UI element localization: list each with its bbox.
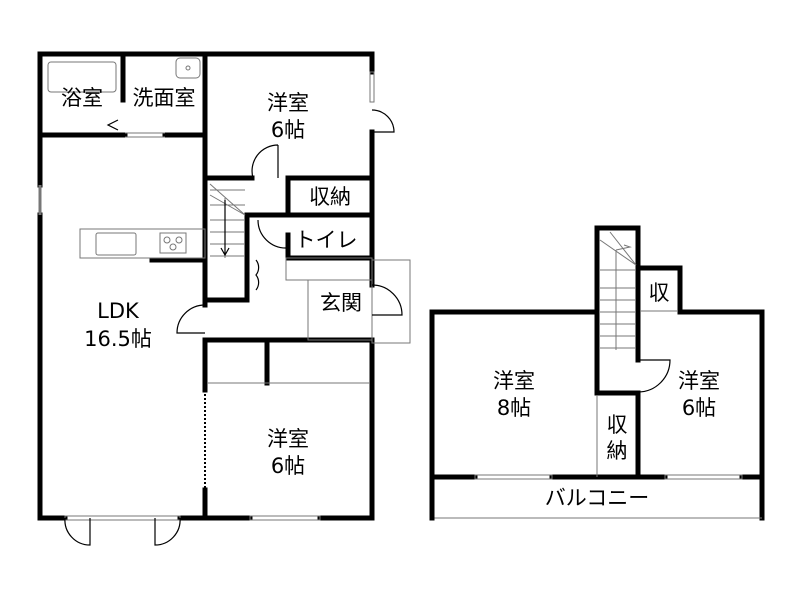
floor1-labels: 浴室 洗面室 洋室 6帖 収納 トイレ 玄関 LDK 16.5帖 洋室 6帖	[61, 86, 362, 478]
floor1-walls	[37, 51, 375, 521]
room-western-6-size: 6帖	[682, 396, 716, 420]
floor2-walls	[429, 225, 765, 521]
room-toilet: トイレ	[295, 228, 358, 252]
floor2-labels: 洋室 8帖 洋室 6帖 収 収 納 バルコニー	[493, 281, 720, 510]
room-western-lower-size: 6帖	[271, 454, 305, 478]
room-ldk-size: 16.5帖	[84, 327, 152, 351]
room-western-upper: 洋室	[267, 91, 309, 115]
room-western-lower: 洋室	[267, 427, 309, 451]
room-storage-top: 収	[607, 413, 628, 437]
room-western-8-size: 8帖	[497, 396, 531, 420]
room-storage: 収納	[309, 185, 351, 209]
room-western-8: 洋室	[493, 369, 535, 393]
room-entrance: 玄関	[320, 291, 362, 315]
room-closet: 収	[649, 281, 670, 305]
room-ldk: LDK	[97, 299, 140, 323]
floor1-fixtures	[38, 57, 411, 546]
room-washroom: 洗面室	[133, 86, 196, 110]
room-balcony: バルコニー	[545, 486, 650, 510]
room-western-6: 洋室	[678, 369, 720, 393]
room-storage-bottom: 納	[607, 439, 628, 463]
floor2-fixtures	[429, 231, 762, 521]
room-bath: 浴室	[61, 86, 103, 110]
room-western-upper-size: 6帖	[271, 118, 305, 142]
